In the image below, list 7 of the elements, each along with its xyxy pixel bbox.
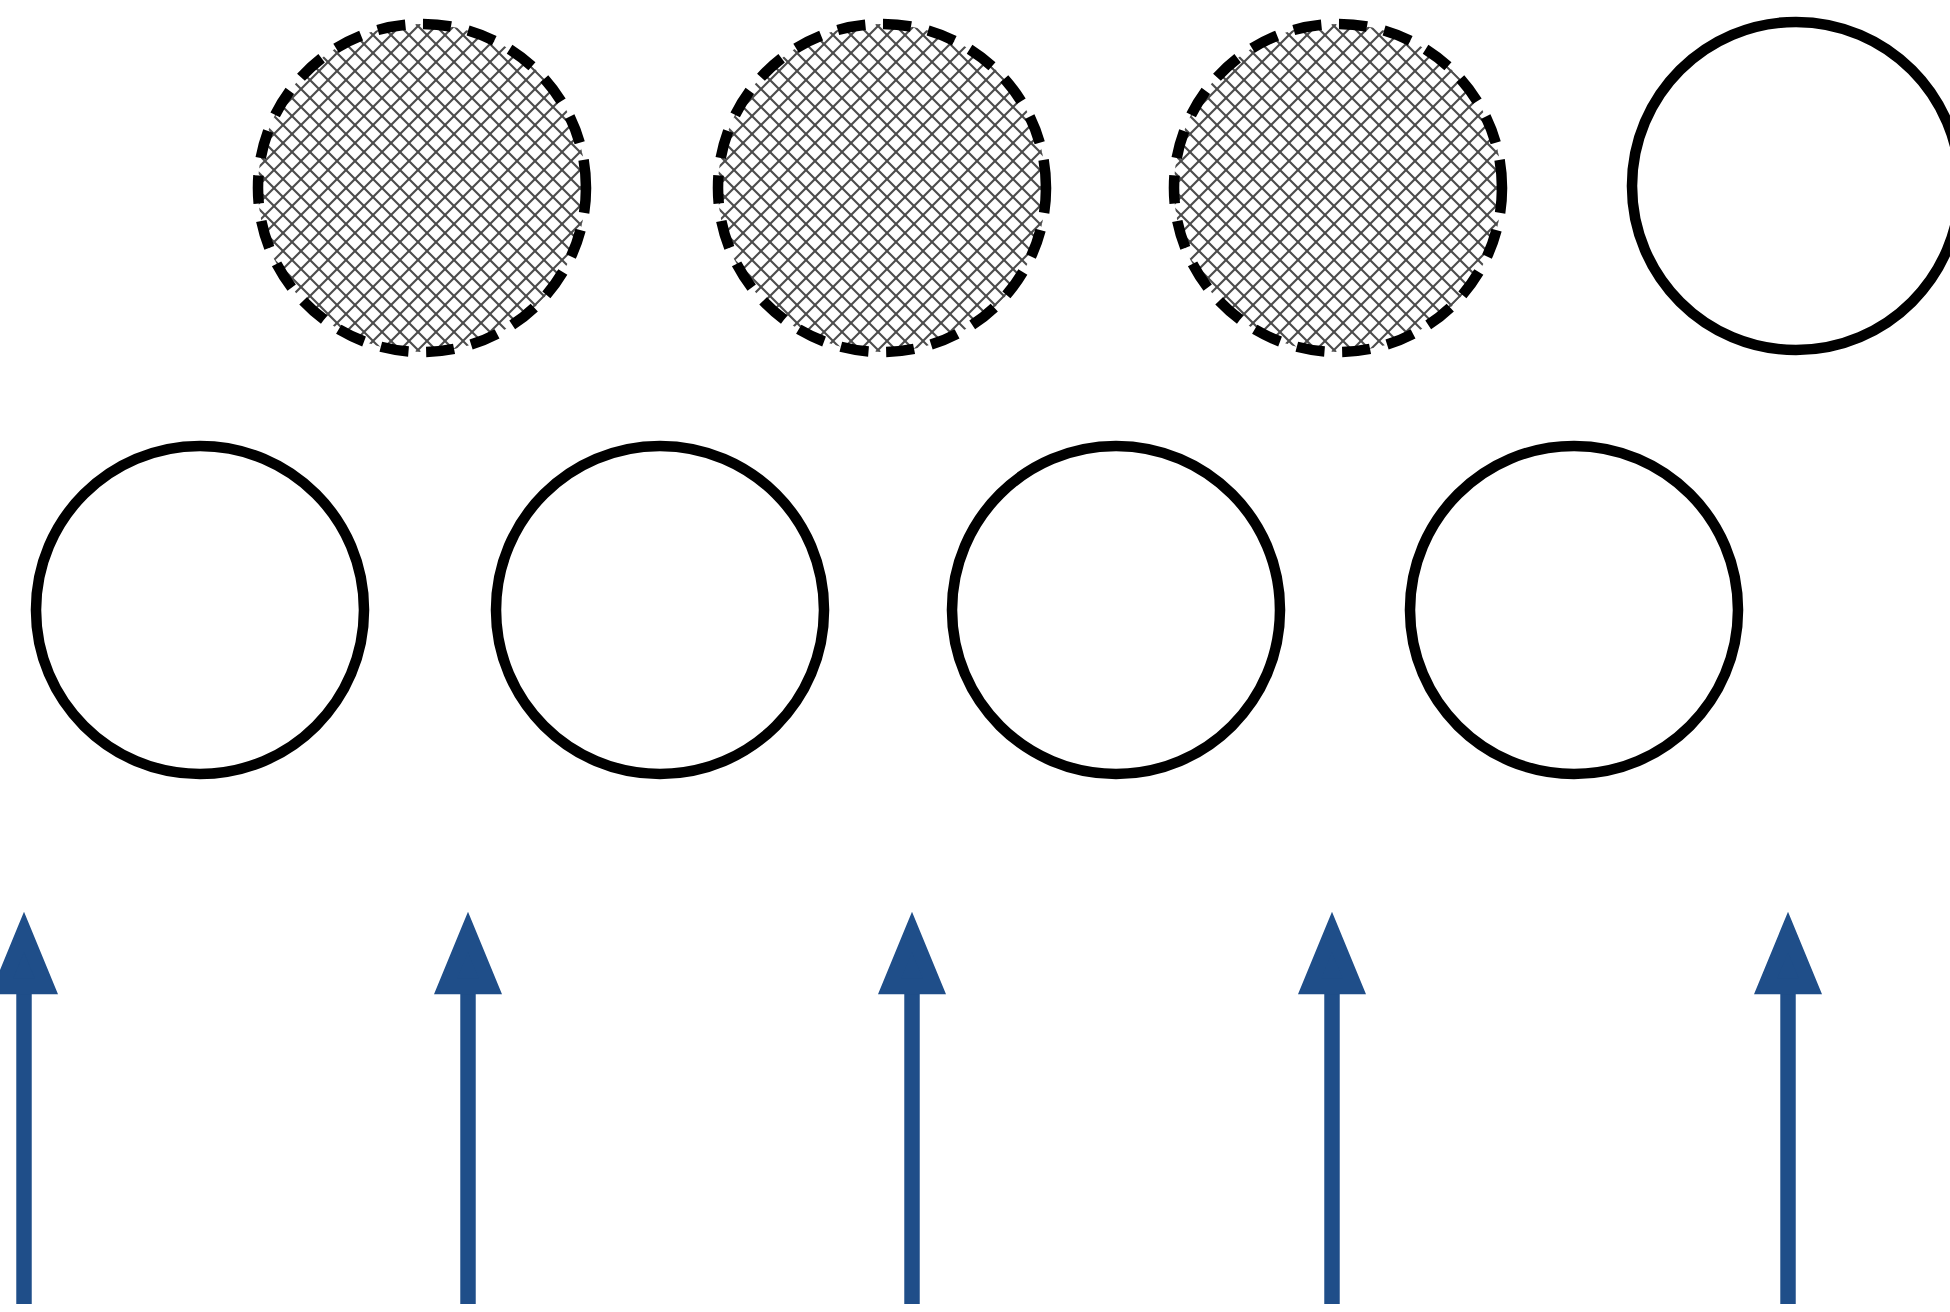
circle xyxy=(30,440,370,780)
circle xyxy=(946,440,1286,780)
hatched-circle xyxy=(252,18,592,358)
circle xyxy=(490,440,830,780)
hatched-circle xyxy=(1168,18,1508,358)
circle xyxy=(1404,440,1744,780)
hatched-circle xyxy=(712,18,1052,358)
